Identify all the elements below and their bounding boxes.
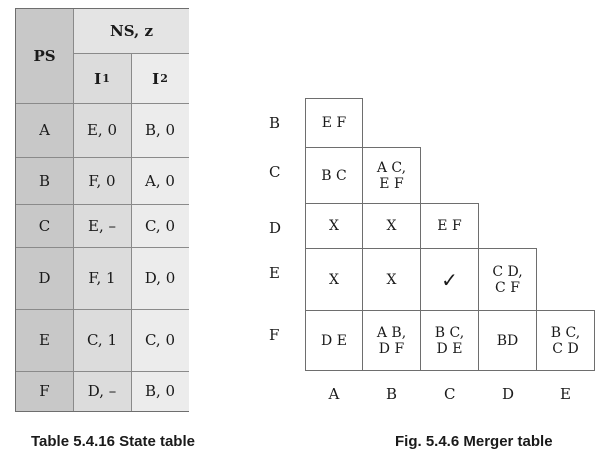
merger-cell: X [362,248,421,311]
merger-row-label: D [269,219,282,237]
row-divider [16,309,189,310]
merger-cell: E F [420,203,479,249]
state-table-cell-ps: C [16,204,73,247]
merger-cell: X [305,203,363,249]
state-table-cell-i1: E, – [73,204,131,247]
row-divider [16,157,189,158]
merger-cell: X [305,248,363,311]
merger-column-label: A [328,385,340,403]
state-table-cell-i1: D, – [73,371,131,411]
state-table-cell-i1: C, 1 [73,309,131,371]
state-table-cell-i2: C, 0 [131,309,189,371]
merger-row-label: C [269,163,281,181]
merger-column-label: E [560,385,571,403]
merger-cell: B C [305,147,363,204]
merger-cell: A B, D F [362,310,421,371]
merger-cell: B C, C D [536,310,595,371]
merger-row-label: F [269,326,280,344]
state-table-cell-i2: A, 0 [131,157,189,204]
state-table-cell-i2: D, 0 [131,247,189,309]
state-table-cell-i1: F, 1 [73,247,131,309]
i1-header-subscript: 1 [102,72,110,85]
ns-z-header-text: NS, z [110,22,153,40]
merger-cell: X [362,203,421,249]
state-table-caption: Table 5.4.16 State table [31,433,195,450]
row-divider [16,103,189,104]
i1-header-text: I [94,69,102,88]
merger-cell: BD [478,310,537,371]
merger-row-label: E [269,264,280,282]
state-table-cell-ps: F [16,371,73,411]
state-table-cell-i2: C, 0 [131,204,189,247]
merger-column-label: D [502,385,515,403]
state-table-cell-ps: B [16,157,73,204]
ps-header: PS [16,9,73,103]
merger-column-label: B [386,385,398,403]
ps-header-text: PS [33,47,56,65]
state-table-cell-ps: A [16,103,73,157]
state-table-cell-ps: D [16,247,73,309]
state-table-cell-i1: E, 0 [73,103,131,157]
column-divider [131,54,132,411]
row-divider [16,371,189,372]
merger-table-caption: Fig. 5.4.6 Merger table [395,433,553,450]
state-table-cell-ps: E [16,309,73,371]
merger-cell: E F [305,98,363,148]
merger-column-label: C [444,385,456,403]
i2-header-subscript: 2 [160,72,168,85]
row-divider [16,204,189,205]
i2-header-text: I [152,69,160,88]
merger-cell: C D, C F [478,248,537,311]
merger-cell: ✓ [420,248,479,311]
state-table-cell-i2: B, 0 [131,103,189,157]
state-table-cell-i1: F, 0 [73,157,131,204]
merger-row-label: B [269,114,281,132]
column-divider [73,9,74,411]
ns-z-header: NS, z [73,9,189,54]
merger-cell: A C, E F [362,147,421,204]
row-divider [16,247,189,248]
state-table-cell-i2: B, 0 [131,371,189,411]
merger-cell: D E [305,310,363,371]
merger-cell: B C, D E [420,310,479,371]
